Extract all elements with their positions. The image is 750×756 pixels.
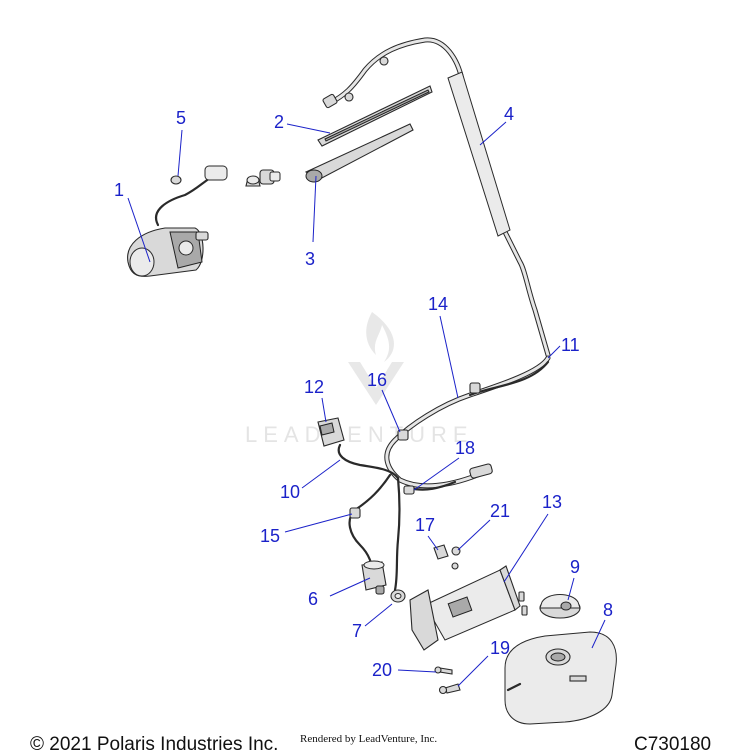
callout-2: 2 xyxy=(274,112,284,132)
callout-6: 6 xyxy=(308,589,318,609)
callout-9: 9 xyxy=(570,557,580,577)
callout-20: 20 xyxy=(372,660,392,680)
callout-labels: 1 2 3 4 5 6 7 8 9 10 11 12 13 14 15 16 1… xyxy=(114,104,613,680)
connector-12 xyxy=(317,417,345,447)
reservoir-cap xyxy=(539,594,581,619)
callout-10: 10 xyxy=(280,482,300,502)
leader-lines xyxy=(127,121,606,687)
nut-21 xyxy=(451,546,461,570)
screws xyxy=(434,666,461,695)
reservoir-tank xyxy=(504,631,617,725)
copyright-text: © 2021 Polaris Industries Inc. xyxy=(30,734,279,755)
grommet-parts xyxy=(245,169,281,187)
washer-hose-main xyxy=(322,37,551,358)
callout-13: 13 xyxy=(542,492,562,512)
callout-12: 12 xyxy=(304,377,324,397)
rendered-by-text: Rendered by LeadVenture, Inc. xyxy=(300,733,438,745)
callout-19: 19 xyxy=(490,638,510,658)
reservoir-bracket xyxy=(409,565,521,651)
callout-8: 8 xyxy=(603,600,613,620)
callout-17: 17 xyxy=(415,515,435,535)
callout-18: 18 xyxy=(455,438,475,458)
callout-21: 21 xyxy=(490,501,510,521)
watermark-text: LEADVENTURE xyxy=(245,422,474,447)
callout-1: 1 xyxy=(114,180,124,200)
diagram-code: C730180 xyxy=(634,734,712,755)
callout-7: 7 xyxy=(352,621,362,641)
watermark: LEADVENTURE xyxy=(245,312,474,447)
callout-11: 11 xyxy=(561,335,580,355)
callout-16: 16 xyxy=(367,370,387,390)
fasteners xyxy=(518,591,528,616)
callout-14: 14 xyxy=(428,294,448,314)
wiring-harness xyxy=(337,355,551,592)
wiper-arm xyxy=(304,123,414,183)
callout-5: 5 xyxy=(176,108,186,128)
wiper-blade xyxy=(317,85,433,147)
wiper-motor xyxy=(127,165,228,277)
grommet-7 xyxy=(390,589,406,603)
washer-pump xyxy=(361,560,387,595)
callout-15: 15 xyxy=(260,526,280,546)
flame-chevron-logo xyxy=(348,312,404,405)
callout-4: 4 xyxy=(504,104,514,124)
callout-3: 3 xyxy=(305,249,315,269)
